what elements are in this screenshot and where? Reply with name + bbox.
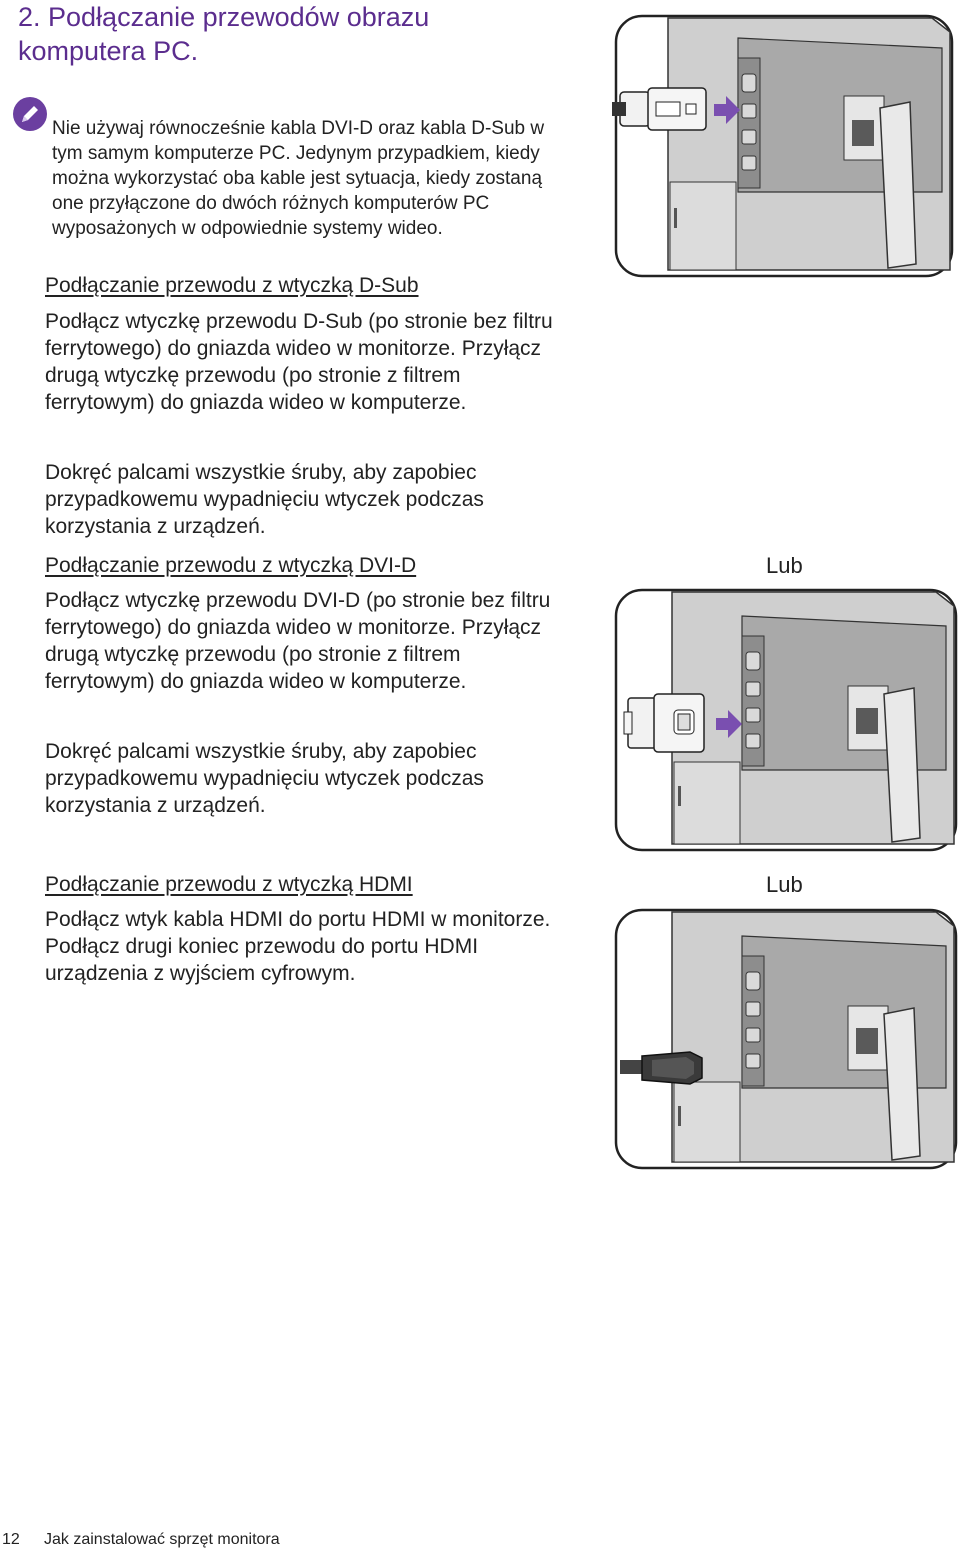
page-number: 12 — [2, 1531, 20, 1548]
or-label: Lub — [766, 553, 803, 578]
dvi-connection-illustration — [614, 588, 958, 852]
hdmi-para-connect: Podłącz wtyk kabla HDMI do portu HDMI w … — [45, 908, 551, 985]
dsub-connection-illustration — [612, 14, 954, 278]
hdmi-connection-illustration — [614, 908, 958, 1170]
footer-chapter: Jak zainstalować sprzęt monitora — [44, 1531, 280, 1548]
dsub-para-screws: Dokręć palcami wszystkie śruby, aby zapo… — [45, 461, 484, 538]
dvi-para-connect: Podłącz wtyczkę przewodu DVI-D (po stron… — [45, 589, 551, 693]
dvi-para-screws: Dokręć palcami wszystkie śruby, aby zapo… — [45, 740, 484, 817]
or-label: Lub — [766, 872, 803, 897]
hdmi-heading: Podłączanie przewodu z wtyczką HDMI — [45, 873, 413, 896]
dsub-heading: Podłączanie przewodu z wtyczką D-Sub — [45, 274, 419, 297]
pencil-note-icon — [13, 97, 47, 131]
note-text: Nie używaj równocześnie kabla DVI-D oraz… — [52, 118, 545, 239]
dsub-para-connect: Podłącz wtyczkę przewodu D-Sub (po stron… — [45, 310, 553, 414]
dvi-heading: Podłączanie przewodu z wtyczką DVI-D — [45, 554, 417, 577]
page-title: 2. Podłączanie przewodów obrazu komputer… — [18, 2, 430, 66]
